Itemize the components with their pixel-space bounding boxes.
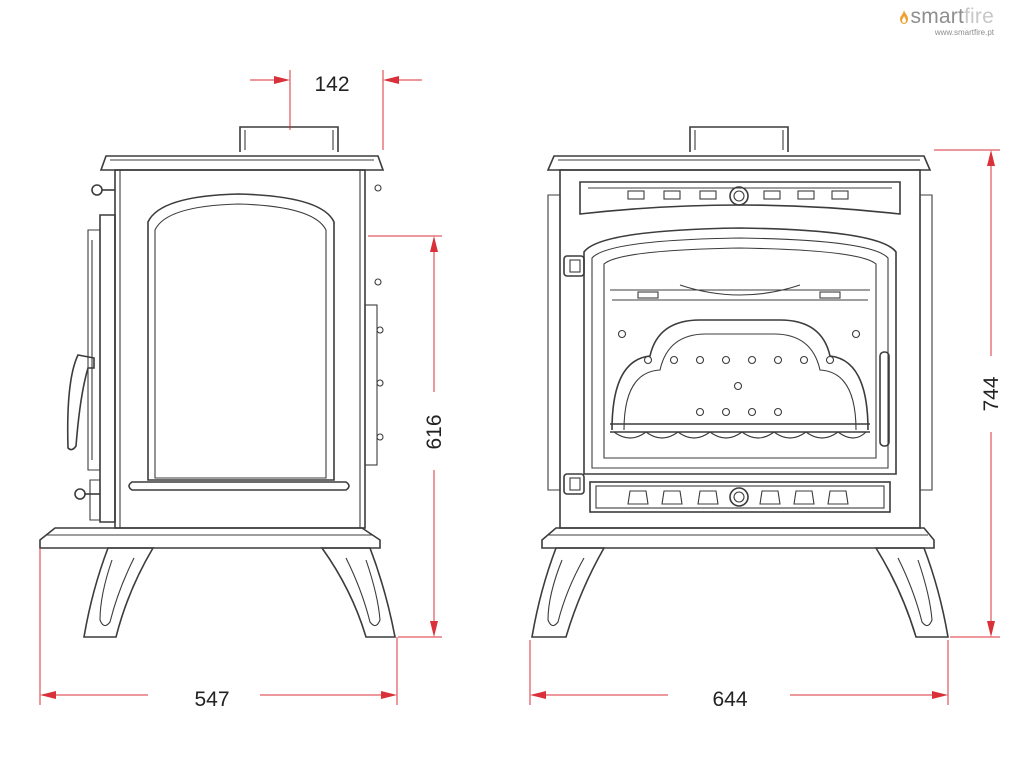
brand-name-part2: fire [964,5,994,28]
brand-name: smartfire [899,6,994,28]
front-door-hinges [563,255,585,495]
front-grate-bars [610,423,870,433]
dimension-total-height: 744 [934,149,1003,638]
front-top-vent-panel [579,181,901,215]
side-body [114,169,366,529]
side-top-plate [99,155,385,171]
side-right-fixings [364,184,384,466]
side-base-plate [39,527,381,549]
side-view [39,126,396,638]
grate-rivets [617,329,861,417]
dim-label-width: 644 [712,688,747,711]
brand-name-part1: smart [910,5,965,28]
side-leg-right [320,547,396,638]
brand-logo: smartfire www.smartfire.pt [899,6,994,37]
front-door-handle [879,351,890,447]
dim-label-total-height: 744 [980,376,1003,411]
side-upper-knob [91,184,103,196]
dim-label-flue-width: 142 [314,73,349,96]
front-flue-collar [689,126,789,152]
dimension-width: 644 [529,640,949,711]
side-door-handle [66,354,95,451]
brand-url: www.smartfire.pt [934,28,994,37]
front-grate-arch [611,319,869,431]
front-door-glass [603,247,877,459]
front-leg-left [531,547,606,638]
dimension-side-height: 616 [368,235,446,638]
side-door-edge [99,214,116,523]
front-view [531,126,949,638]
dimension-flue-width: 142 [250,70,422,150]
front-top-plate [546,155,932,171]
front-leg-right [874,547,949,638]
dim-label-side-height: 616 [423,414,446,449]
flame-icon [899,10,908,24]
front-door [583,227,897,475]
side-panel-rail [128,481,350,491]
top-vent-slots [627,186,849,206]
side-leg-left [83,547,155,638]
bottom-vent-slots [627,487,849,507]
side-arched-panel [147,193,335,481]
side-lower-knob [74,488,86,500]
dim-label-depth: 547 [194,688,229,711]
dimension-depth: 547 [39,548,398,711]
front-ashpan-vent [589,481,891,513]
front-base-plate [541,527,935,549]
side-flue-collar [239,126,339,152]
